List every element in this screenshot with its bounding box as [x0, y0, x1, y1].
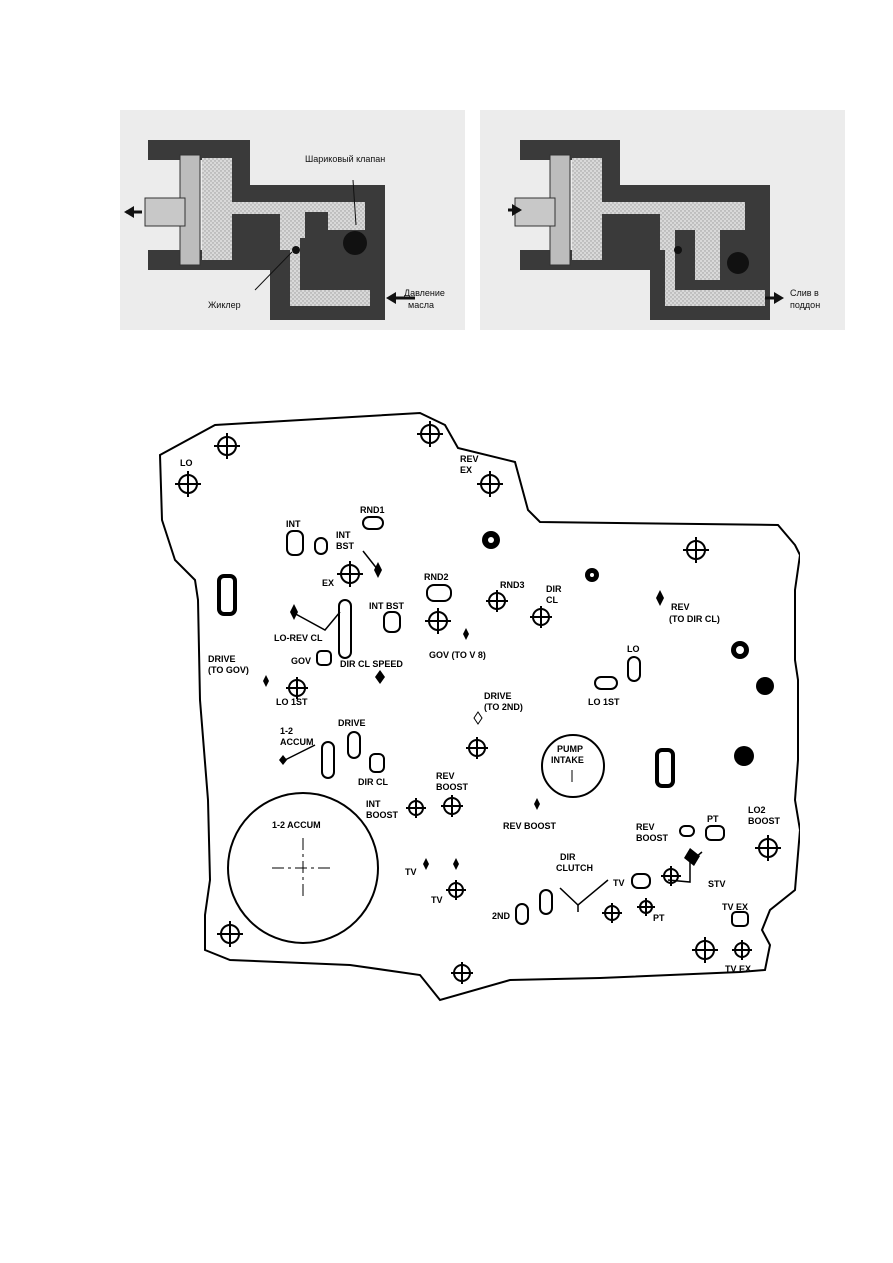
label-pt-low: PT [653, 913, 665, 923]
label-rnd2: RND2 [424, 572, 449, 582]
orifice-label: Жиклер [208, 300, 241, 310]
valve-body-outline [158, 411, 800, 1002]
label-2nd: 2ND [492, 911, 511, 921]
arrow-head-drain-icon [774, 292, 784, 304]
label-rev-boost-r1: REV [636, 822, 655, 832]
oil-pressure-label-2: масла [408, 300, 434, 310]
label-gov-to-v8: GOV (TO V 8) [429, 650, 486, 660]
drain-label-2: поддон [790, 300, 820, 310]
label-lo-1st-left: LO 1ST [276, 697, 308, 707]
label-int-boost-1: INT [366, 799, 381, 809]
label-stv: STV [708, 879, 726, 889]
label-int-bst: INT BST [369, 601, 405, 611]
label-int-bst-1: INT [336, 530, 351, 540]
label-int-boost-2: BOOST [366, 810, 399, 820]
label-ex: EX [322, 578, 334, 588]
label-rev-boost-r2: BOOST [636, 833, 669, 843]
label-dir-cl-low: DIR CL [358, 777, 388, 787]
label-pump-intake-1: PUMP [557, 744, 583, 754]
arrow-head-right-icon [512, 204, 522, 216]
valve-diagram-closed: Шариковый клапан Жиклер Давление масла [120, 110, 465, 330]
label-dir-cl-2: CL [546, 595, 558, 605]
drain-label-1: Слив в [790, 288, 819, 298]
label-int: INT [286, 519, 301, 529]
accumulator-circle [227, 792, 379, 944]
fluid-passage [202, 158, 370, 306]
accumulator-centerline [272, 838, 334, 900]
ball-valve-pointer [352, 179, 357, 226]
arrow-head-left-icon [124, 206, 134, 218]
label-dir-cl-speed: DIR CL SPEED [340, 659, 403, 669]
label-drive-to-2nd-1: DRIVE [484, 691, 512, 701]
valve-housing [148, 140, 385, 320]
label-drive-to-2nd-2: (TO 2ND) [484, 702, 523, 712]
orifice-icon [674, 246, 682, 254]
label-rev-boost-2: BOOST [436, 782, 469, 792]
label-lo-right: LO [627, 644, 640, 654]
label-lo2-boost-2: BOOST [748, 816, 781, 826]
label-rev-to-dir-2: (TO DIR CL) [669, 614, 720, 624]
label-rev-ex-1: REV [460, 454, 479, 464]
passage-lines [284, 550, 703, 912]
ball-valve-label: Шариковый клапан [305, 154, 385, 164]
oil-pressure-label-1: Давление [404, 288, 445, 298]
label-rev-to-dir-1: REV [671, 602, 690, 612]
arrow-head-in-icon [386, 292, 396, 304]
label-tv-right: TV [613, 878, 625, 888]
label-gov: GOV [291, 656, 311, 666]
label-1-2-accum-big: 1-2 ACCUM [272, 820, 321, 830]
small-markers [263, 562, 700, 870]
label-tv-ex-1: TV EX [722, 902, 748, 912]
piston-rod [144, 197, 186, 227]
label-lo2-boost-1: LO2 [748, 805, 766, 815]
label-rev-boost-mid: REV BOOST [503, 821, 557, 831]
label-pump-intake-2: INTAKE [551, 755, 584, 765]
label-drive-to-gov-1: DRIVE [208, 654, 236, 664]
pump-intake-circle [541, 734, 605, 798]
piston-rod [514, 197, 556, 227]
valve-diagram-open: Слив в поддон [480, 110, 845, 330]
label-rnd3: RND3 [500, 580, 525, 590]
label-rev-ex-2: EX [460, 465, 472, 475]
label-tv-ex-2: TV EX [725, 964, 751, 974]
ball-valve-closed [343, 231, 367, 255]
label-dir-clutch-1: DIR [560, 852, 576, 862]
label-dir-clutch-2: CLUTCH [556, 863, 593, 873]
label-lo: LO [180, 458, 193, 468]
label-lo-rev-cl: LO-REV CL [274, 633, 323, 643]
label-1-2-accum-2: ACCUM [280, 737, 314, 747]
label-pt-top: PT [707, 814, 719, 824]
mount-holes [175, 421, 781, 984]
orifice-icon [292, 246, 300, 254]
label-1-2-accum-1: 1-2 [280, 726, 293, 736]
label-lo-1st-right: LO 1ST [588, 697, 620, 707]
label-drive-mid: DRIVE [338, 718, 366, 728]
label-int-bst-2: BST [336, 541, 355, 551]
valve-body-map: LO REV EX RND1 INT INT BST EX RND2 RND3 … [158, 411, 800, 1002]
label-drive-to-gov-2: (TO GOV) [208, 665, 249, 675]
label-rev-boost-1: REV [436, 771, 455, 781]
solid-holes [482, 531, 774, 766]
fluid-passage [572, 158, 765, 306]
label-tv-left: TV [405, 867, 417, 877]
label-rnd1: RND1 [360, 505, 385, 515]
orifice-pointer [254, 251, 293, 291]
filter-slots [217, 574, 675, 788]
slots [286, 516, 749, 927]
ball-valve-open [727, 252, 749, 274]
label-dir-cl-1: DIR [546, 584, 562, 594]
label-tv-low: TV [431, 895, 443, 905]
